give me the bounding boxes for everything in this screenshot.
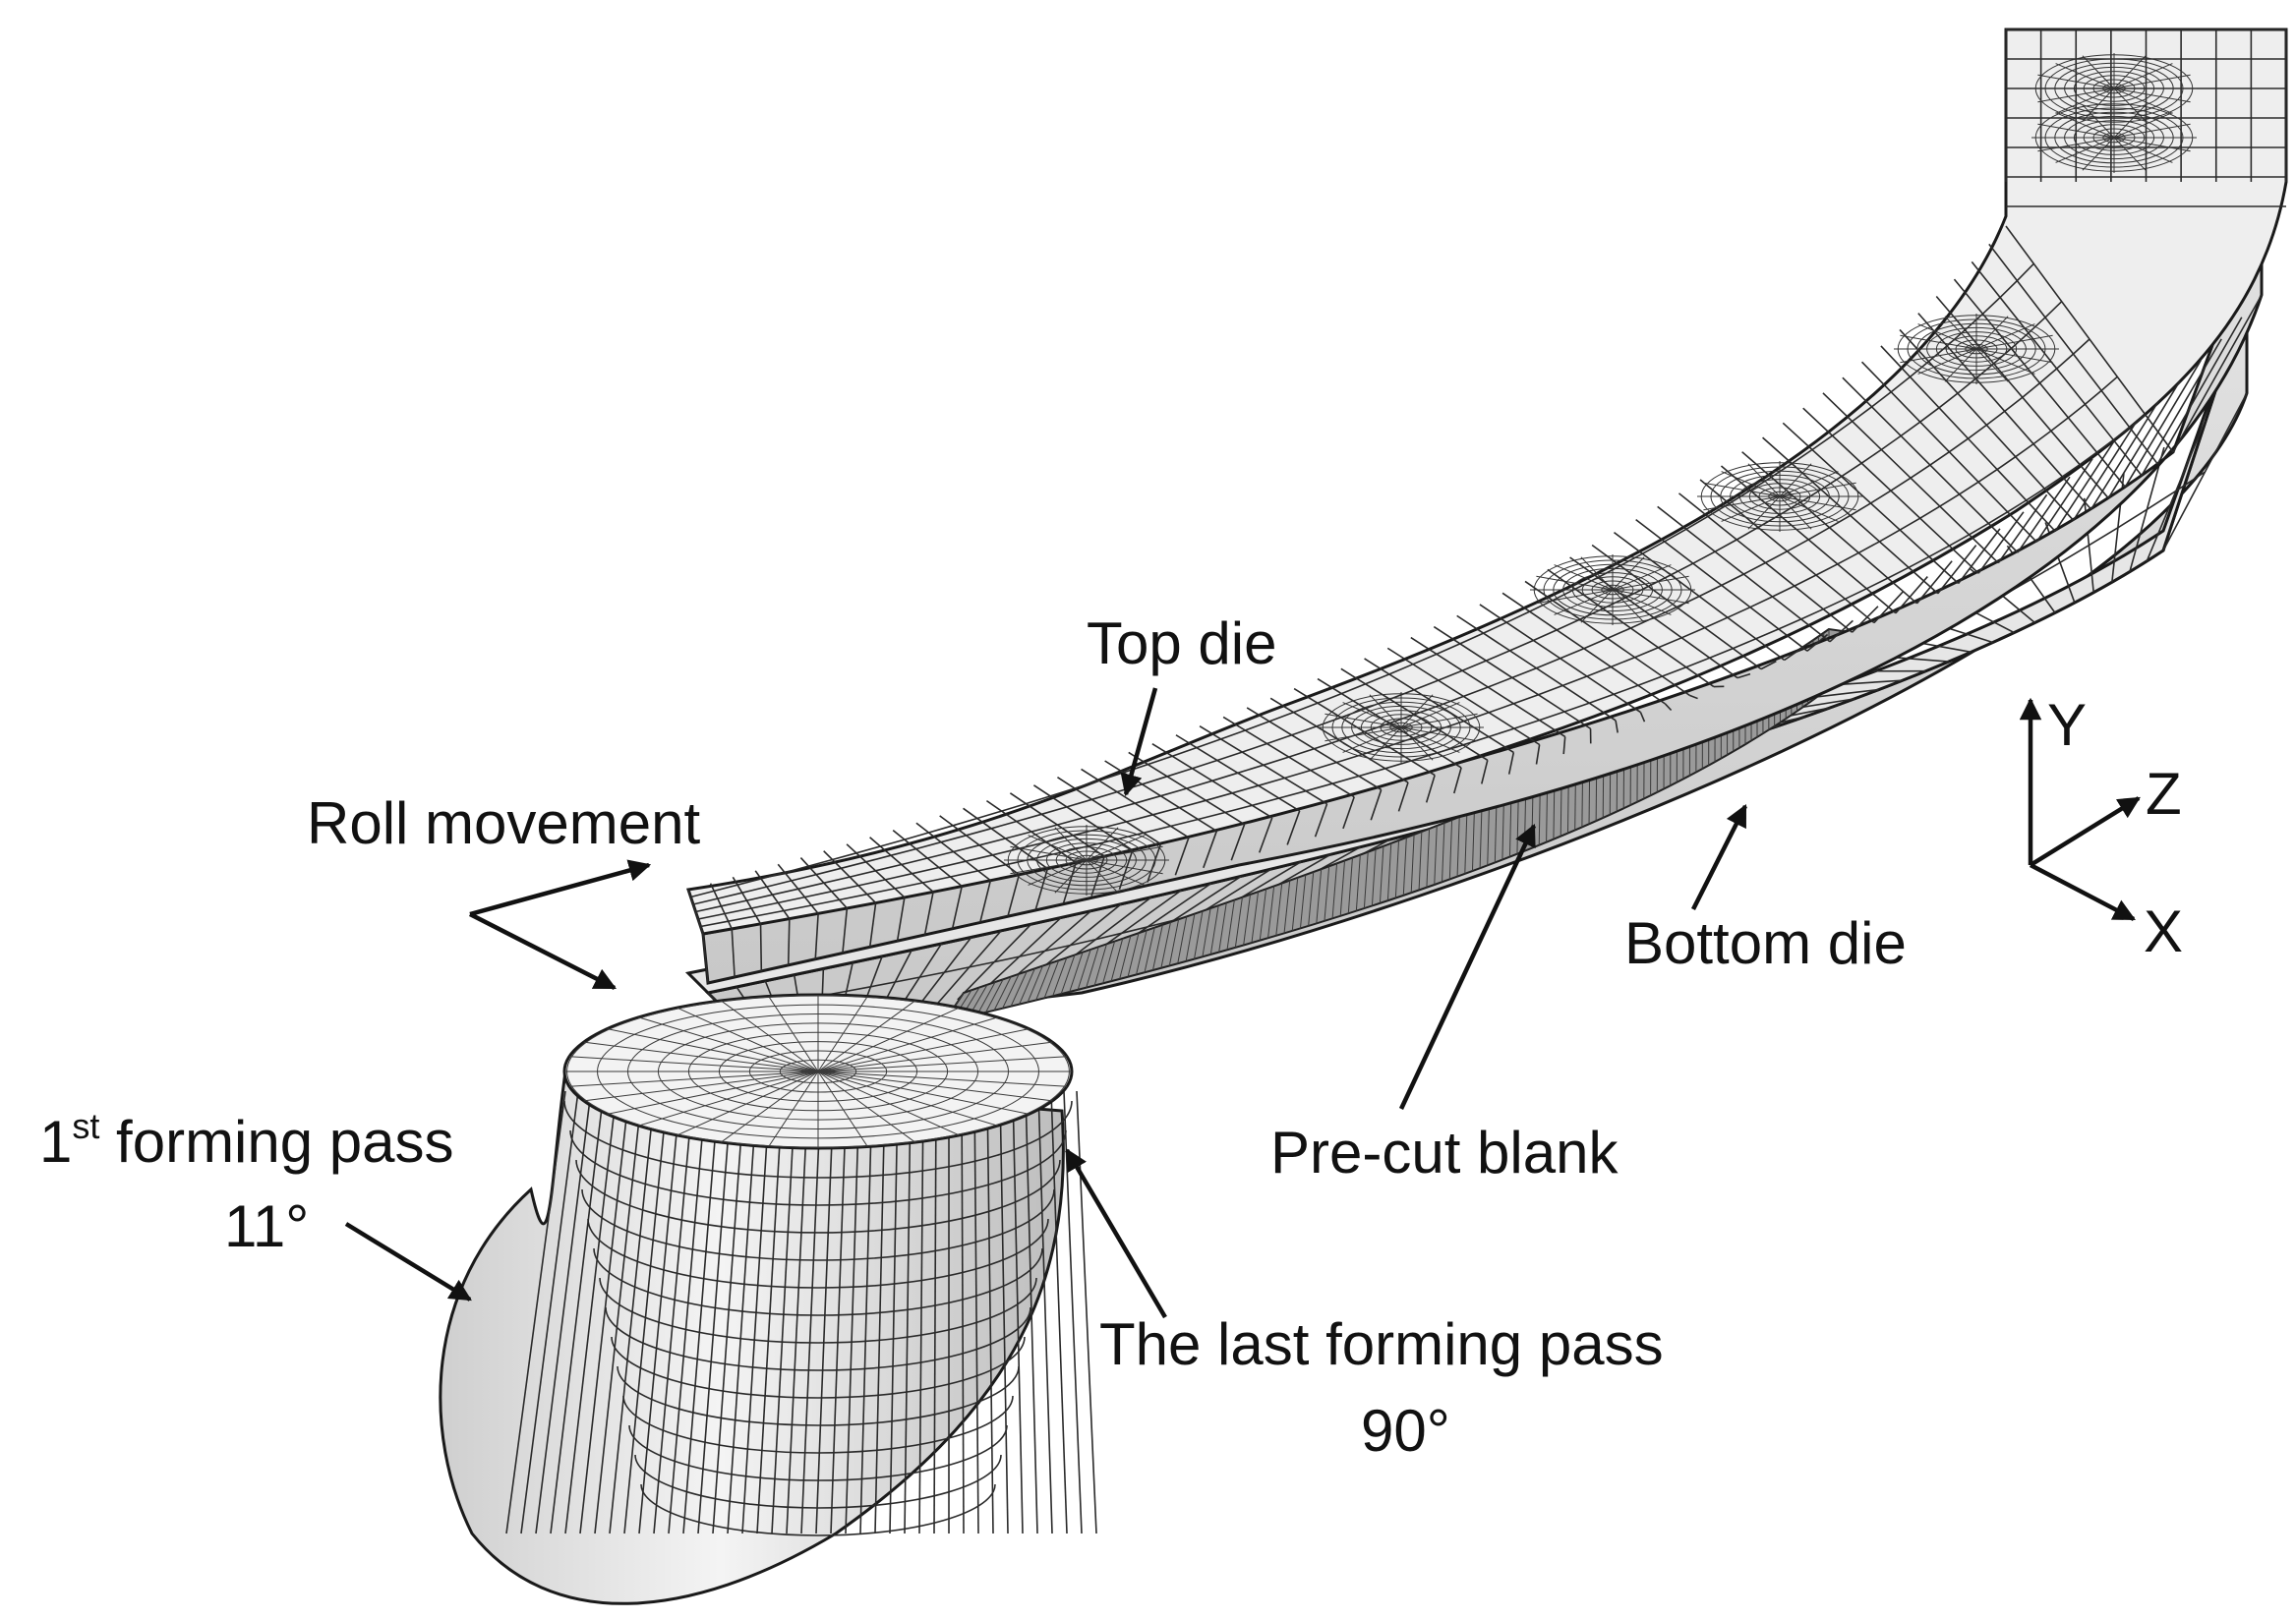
leader-top-die [1120, 687, 1158, 797]
leader-pre-cut-blank [1398, 823, 1537, 1110]
axis-z-label: Z [2146, 761, 2182, 827]
axis-triad: Y Z X [2019, 692, 2183, 964]
axis-z-line [2029, 796, 2141, 867]
leader-first-pass [344, 1222, 472, 1302]
axis-y-label: Y [2047, 692, 2087, 758]
annotations: Top die Roll movement 1st forming pass 1… [39, 610, 1907, 1464]
leader-roll-movement-2 [468, 911, 618, 991]
label-bottom-die: Bottom die [1624, 910, 1907, 976]
label-pre-cut-blank: Pre-cut blank [1270, 1120, 1619, 1186]
label-roll-movement: Roll movement [307, 790, 700, 856]
label-last-pass-angle: 90° [1361, 1398, 1450, 1464]
axis-x-line [2029, 863, 2136, 921]
label-first-pass-angle: 11° [224, 1193, 309, 1259]
leader-bottom-die [1690, 803, 1748, 911]
leader-last-pass [1065, 1148, 1167, 1319]
leader-roll-movement-1 [469, 859, 652, 917]
label-top-die: Top die [1087, 610, 1276, 676]
top-die [686, 28, 2288, 985]
forming-roll [439, 993, 1097, 1605]
label-first-forming-pass: 1st forming pass [39, 1106, 454, 1175]
axis-x-label: X [2144, 898, 2183, 964]
label-last-forming-pass: The last forming pass [1099, 1311, 1664, 1377]
